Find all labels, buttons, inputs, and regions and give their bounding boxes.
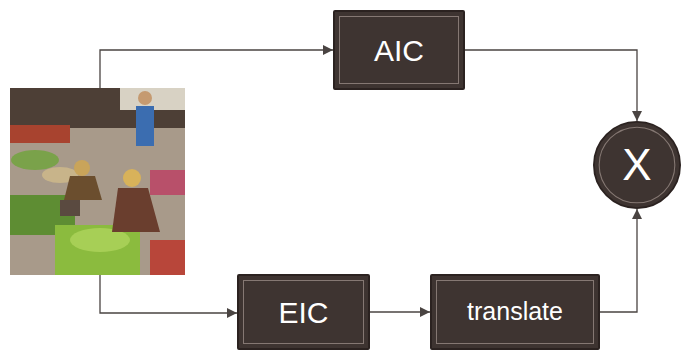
process-box: translate (430, 274, 600, 350)
node-label: X (622, 141, 651, 189)
node-label: AIC (374, 34, 424, 67)
input-wire (100, 275, 237, 313)
flow-arrow (600, 209, 637, 312)
flow-arrow (465, 50, 637, 121)
process-box: EIC (237, 274, 370, 350)
process-box: AIC (333, 10, 465, 90)
node-label: translate (467, 298, 563, 326)
combine-circle: X (593, 121, 681, 209)
node-label: EIC (278, 296, 328, 329)
market-photo (10, 88, 185, 275)
input-wire (100, 50, 333, 88)
flow-arrow (370, 311, 430, 312)
